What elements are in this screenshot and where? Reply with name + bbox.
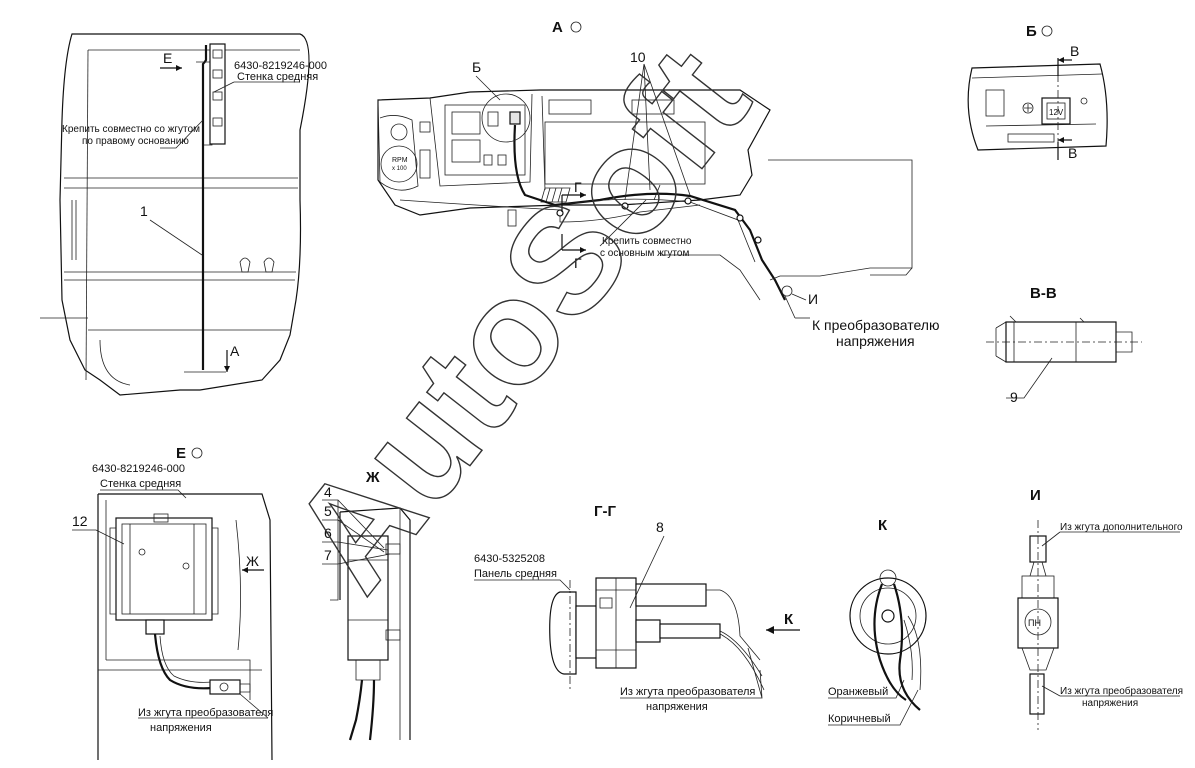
wire-brown-label: Коричневый — [828, 713, 891, 725]
view-E-part-number: 6430-8219246-000 — [92, 463, 185, 475]
view-Zh-converter-side: Ж 4 5 6 7 — [322, 469, 411, 741]
section-GG-label-K: К — [784, 611, 794, 628]
left-part-name: Стенка средняя — [237, 71, 318, 83]
view-I-top-label: Из жгута дополнительного — [1060, 522, 1183, 533]
label-A-marker: А — [230, 343, 240, 359]
wire-orange-label: Оранжевый — [828, 686, 888, 698]
section-GG-harness-line1: Из жгута преобразователя — [620, 686, 755, 698]
view-K-socket-rear: К Оранжевый Коричневый — [828, 517, 927, 726]
left-view-cab-wall: Е А 6430-8219246-000 Стенка средняя Креп… — [40, 33, 327, 396]
gauge-rpm-label: RPM — [392, 157, 408, 164]
callout-4: 4 — [324, 484, 332, 500]
autosoft-watermark: AutoSoft — [258, 17, 780, 619]
view-B-socket-panel: Б 12V В В — [967, 23, 1108, 161]
view-B-title: Б — [1026, 23, 1037, 40]
callout-9: 9 — [1010, 389, 1018, 405]
view-E-harness-line1: Из жгута преобразователя — [138, 707, 273, 719]
socket-12v-label: 12V — [1049, 108, 1064, 117]
view-A-dashboard: А RPM x 100 — [377, 19, 939, 349]
view-E-part-name: Стенка средняя — [100, 478, 181, 490]
left-part-number: 6430-8219246-000 — [234, 60, 327, 72]
callout-6: 6 — [324, 525, 332, 541]
gauge-rpm-scale: x 100 — [392, 166, 407, 172]
view-E-harness-line2: напряжения — [150, 722, 212, 734]
view-A-note-line2: с основным жгутом — [600, 248, 689, 259]
view-E-label-Zh: Ж — [246, 553, 259, 569]
view-I-bottom-line1: Из жгута преобразователя — [1060, 685, 1183, 697]
section-GG-socket-harness: Г-Г 6430-5325208 Панель средняя 8 К Из ж… — [474, 503, 800, 713]
callout-10: 10 — [630, 49, 646, 65]
converter-label-line2: напряжения — [836, 333, 915, 349]
view-K-title: К — [878, 517, 888, 534]
view-E-title: Е — [176, 445, 186, 462]
view-A-note-line1: Крепить совместно — [602, 236, 692, 247]
view-A-label-B: Б — [472, 59, 481, 75]
label-E-marker: Е — [163, 50, 172, 66]
view-I-bottom-line2: напряжения — [1082, 698, 1138, 709]
fuse-pn-label: ПН — [1028, 618, 1041, 628]
view-A-label-G-bottom: Г — [574, 255, 582, 271]
view-E-converter-mount: Е 6430-8219246-000 Стенка средняя 12 Ж И… — [72, 445, 273, 761]
left-note-line2: по правому основанию — [82, 136, 189, 147]
section-VV-socket: В-В 9 — [986, 285, 1142, 405]
view-B-label-V-top: В — [1070, 43, 1079, 59]
section-VV-title: В-В — [1030, 285, 1057, 302]
callout-5: 5 — [324, 503, 332, 519]
view-I-title: И — [1030, 487, 1041, 504]
callout-1: 1 — [140, 203, 148, 219]
callout-8: 8 — [656, 519, 664, 535]
view-A-label-G-top: Г — [574, 179, 582, 195]
view-I-fuse-holder: И ПН Из жгута дополнительного Из жгута п… — [1017, 487, 1183, 730]
section-GG-title: Г-Г — [594, 503, 616, 520]
view-Zh-title: Ж — [365, 469, 380, 486]
section-GG-part-name: Панель средняя — [474, 568, 557, 580]
left-note-line1: Крепить совместно со жгутом — [62, 124, 200, 135]
callout-7: 7 — [324, 547, 332, 563]
section-GG-harness-line2: напряжения — [646, 701, 708, 713]
callout-12: 12 — [72, 513, 88, 529]
view-B-label-V-bottom: В — [1068, 145, 1077, 161]
converter-label-line1: К преобразователю — [812, 317, 939, 333]
section-GG-part-number: 6430-5325208 — [474, 553, 545, 565]
view-A-label-I: И — [808, 291, 818, 307]
view-A-title: А — [552, 19, 563, 36]
